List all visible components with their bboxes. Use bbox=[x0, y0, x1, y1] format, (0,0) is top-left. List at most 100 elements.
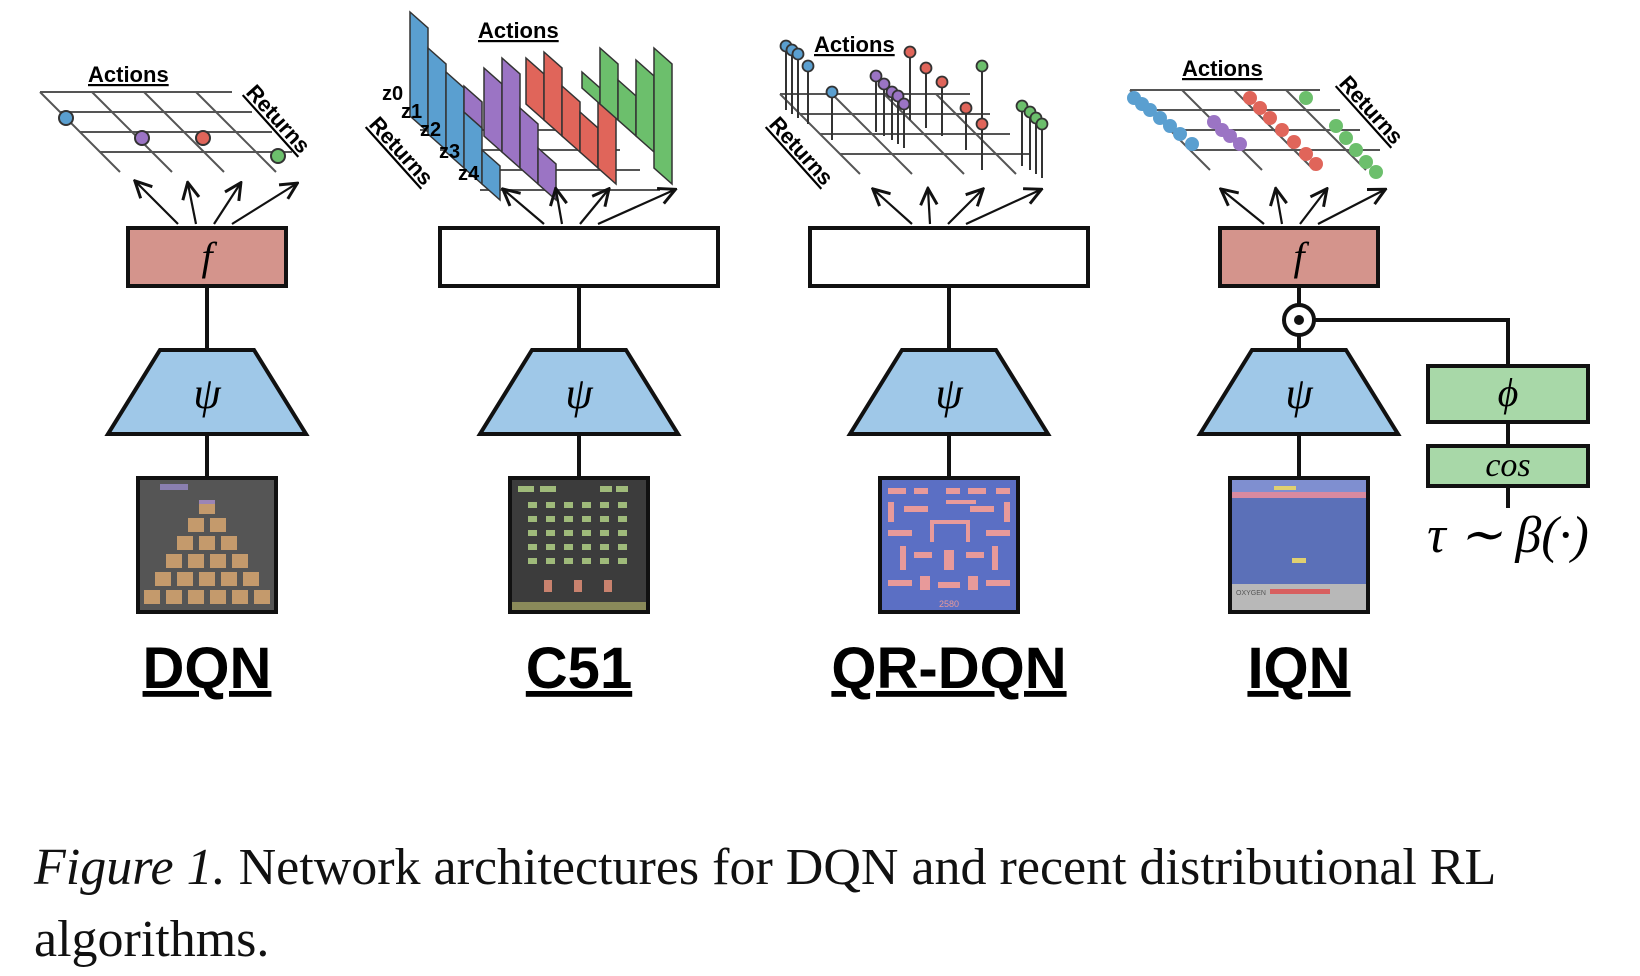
seaquest-sub bbox=[1292, 558, 1306, 563]
qrdqn-panel-label: QR-DQN bbox=[831, 636, 1066, 701]
panel-iqn: Actions Returns f ψ ϕ cos τ ∼ β(·) bbox=[1127, 56, 1590, 701]
iqn-samples bbox=[1127, 91, 1383, 179]
iqn-sample-point bbox=[1263, 111, 1277, 125]
c51-bar-red bbox=[579, 110, 599, 170]
qrdqn-quantile-point bbox=[919, 61, 933, 75]
iqn-sample-point bbox=[1223, 129, 1237, 143]
c51-bar-green bbox=[653, 46, 673, 186]
c51-bar-green bbox=[635, 58, 655, 154]
c51-histograms bbox=[409, 10, 673, 202]
iqn-encoder-symbol: ψ bbox=[1285, 369, 1313, 418]
c51-output-arrows bbox=[504, 190, 674, 226]
iqn-encoder bbox=[1196, 348, 1402, 436]
dqn-q-point bbox=[270, 148, 286, 164]
c51-atom-label: z4 bbox=[458, 163, 480, 185]
c51-actions-label: Actions bbox=[478, 18, 559, 43]
seaquest-oxygen-bar bbox=[1270, 589, 1330, 594]
c51-head-box bbox=[438, 226, 720, 288]
iqn-sample-point bbox=[1153, 111, 1167, 125]
iqn-sample-point bbox=[1275, 123, 1289, 137]
seaquest-boat bbox=[1274, 486, 1296, 490]
seaquest-oxygen: OXYGEN bbox=[1236, 590, 1266, 597]
dqn-returns-label: Returns bbox=[241, 80, 315, 159]
qrdqn-quantile-point bbox=[975, 59, 989, 73]
iqn-cos-label: cos bbox=[1485, 447, 1530, 484]
iqn-output-arrows bbox=[1222, 190, 1384, 225]
panel-dqn: Actions Returns f ψ DQN bbox=[39, 62, 315, 701]
panel-qrdqn: Actions Returns ψ 2580 QR-DQN bbox=[764, 32, 1090, 701]
panel-c51: Actions Returns z0 z1 z2 z3 z4 ψ bbox=[364, 10, 720, 701]
qrdqn-quantile-point bbox=[935, 75, 949, 89]
seaquest-sky bbox=[1232, 480, 1366, 492]
c51-atom-label: z1 bbox=[401, 101, 422, 123]
c51-bar-purple bbox=[501, 56, 521, 170]
qrdqn-quantile-point bbox=[877, 77, 891, 91]
c51-bar-red bbox=[525, 56, 545, 122]
figure-caption-text: Network architectures for DQN and recent… bbox=[34, 839, 1495, 968]
iqn-sample-point bbox=[1339, 131, 1353, 145]
c51-panel-label: C51 bbox=[526, 636, 632, 701]
iqn-sample-point bbox=[1185, 137, 1199, 151]
qrdqn-actions-label: Actions bbox=[814, 32, 895, 57]
qrdqn-quantile-point bbox=[791, 47, 805, 61]
c51-bar-red bbox=[561, 84, 581, 154]
iqn-sample-point bbox=[1349, 143, 1363, 157]
architecture-diagram: Actions Returns f ψ DQN bbox=[39, 10, 1590, 701]
qrdqn-head-box bbox=[808, 226, 1090, 288]
iqn-tau-branch bbox=[1314, 318, 1510, 366]
qrdqn-quantile-point bbox=[869, 69, 883, 83]
space-invaders-aliens bbox=[518, 486, 628, 564]
pacman-score: 2580 bbox=[939, 599, 959, 609]
iqn-sample-point bbox=[1173, 127, 1187, 141]
iqn-sample-point bbox=[1369, 165, 1383, 179]
dqn-encoder-symbol: ψ bbox=[193, 369, 221, 418]
c51-bar-purple bbox=[463, 84, 483, 130]
qrdqn-encoder-symbol: ψ bbox=[935, 369, 963, 418]
seaquest-seabed bbox=[1232, 584, 1366, 610]
qrdqn-output-arrows bbox=[874, 190, 1040, 225]
dqn-q-point bbox=[134, 130, 150, 146]
iqn-sample-point bbox=[1243, 91, 1257, 105]
iqn-sample-point bbox=[1309, 157, 1323, 171]
qrdqn-quantile-point bbox=[897, 97, 911, 111]
c51-encoder-symbol: ψ bbox=[565, 369, 593, 418]
qrdqn-returns-label: Returns bbox=[764, 112, 838, 191]
iqn-product-dot bbox=[1294, 315, 1304, 325]
c51-atom-label: z3 bbox=[439, 141, 460, 163]
c51-bar-green bbox=[617, 78, 637, 138]
iqn-sample-point bbox=[1253, 101, 1267, 115]
iqn-tau-label: τ ∼ β(·) bbox=[1427, 507, 1589, 564]
space-invaders-bunkers bbox=[544, 580, 612, 592]
iqn-head-box bbox=[1218, 226, 1380, 288]
dqn-q-values bbox=[58, 110, 286, 164]
iqn-phi-symbol: ϕ bbox=[1498, 370, 1519, 415]
c51-bar-purple bbox=[483, 66, 503, 154]
iqn-actions-label: Actions bbox=[1182, 56, 1263, 81]
seaquest-surface bbox=[1232, 492, 1366, 498]
figure-caption-label: Figure 1. bbox=[34, 839, 226, 896]
c51-atom-label: z0 bbox=[382, 83, 403, 105]
dqn-grid bbox=[39, 91, 292, 173]
iqn-panel-label: IQN bbox=[1247, 636, 1350, 701]
iqn-sample-point bbox=[1163, 119, 1177, 133]
space-invaders-ground bbox=[512, 602, 646, 610]
dqn-q-point bbox=[58, 110, 74, 126]
qrdqn-quantiles bbox=[779, 39, 1049, 131]
qrdqn-quantile-point bbox=[825, 85, 839, 99]
dqn-q-point bbox=[195, 130, 211, 146]
iqn-cos-box bbox=[1426, 444, 1590, 488]
qbert-pyramid bbox=[144, 484, 270, 604]
iqn-game-frame: OXYGEN bbox=[1228, 476, 1370, 614]
iqn-sample-point bbox=[1299, 91, 1313, 105]
qrdqn-game-frame: 2580 bbox=[878, 476, 1020, 614]
qrdqn-encoder bbox=[846, 348, 1052, 436]
iqn-sample-point bbox=[1329, 119, 1343, 133]
figure-caption: Figure 1. Network architectures for DQN … bbox=[34, 832, 1614, 976]
dqn-output-arrows bbox=[136, 182, 296, 225]
c51-game-frame bbox=[508, 476, 650, 614]
c51-atom-label: z2 bbox=[420, 119, 441, 141]
iqn-sample-point bbox=[1359, 155, 1373, 169]
qrdqn-quantile-point bbox=[975, 117, 989, 131]
pacman-maze bbox=[888, 488, 1010, 590]
qrdqn-quantile-point bbox=[801, 59, 815, 73]
